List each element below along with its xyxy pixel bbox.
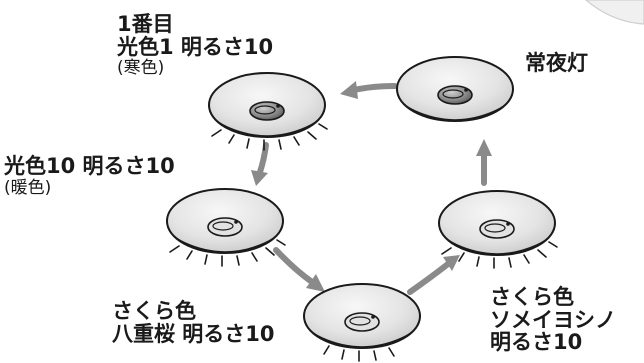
step-1-line-2: 光色1 明るさ10 xyxy=(117,34,274,59)
step-4-label: さくら色 ソメイヨシノ 明るさ10 xyxy=(490,286,616,354)
ceiling-light-icon xyxy=(303,283,421,362)
step-2-label: 光色10 明るさ10 (暖色) xyxy=(4,155,175,197)
step-1-note: (寒色) xyxy=(117,58,165,79)
arrow-step1-to-step2 xyxy=(251,142,269,186)
ceiling-light-icon xyxy=(208,72,328,151)
arrow-step2-to-step3 xyxy=(273,247,325,292)
step-4-line-1: さくら色 xyxy=(490,285,574,309)
step-2-line-1: 光色10 明るさ10 xyxy=(4,154,175,178)
ceiling-light-icon xyxy=(396,56,514,122)
ceiling-light-icon xyxy=(438,190,558,269)
step-5-line-1: 常夜灯 xyxy=(525,51,588,75)
step-1-line-1: 1番目 xyxy=(117,12,174,36)
step-3-line-1: さくら色 xyxy=(112,299,196,323)
arrow-step4-to-nightlight xyxy=(476,139,492,186)
step-4-line-3: 明るさ10 xyxy=(490,330,583,355)
step-3-label: さくら色 八重桜 明るさ10 xyxy=(112,300,275,345)
step-4-line-2: ソメイヨシノ xyxy=(490,307,616,332)
step-2-note: (暖色) xyxy=(4,177,52,198)
ceiling-light-icon xyxy=(166,188,286,267)
arrow-nightlight-to-step1 xyxy=(340,81,398,99)
cycle-arrows xyxy=(251,81,492,295)
step-1-label: 1番目 光色1 明るさ10 (寒色) xyxy=(117,13,273,78)
step-5-label: 常夜灯 xyxy=(525,52,588,75)
corner-fragment xyxy=(585,0,644,25)
step-3-line-2: 八重桜 明るさ10 xyxy=(112,321,275,346)
arrow-step3-to-step4 xyxy=(407,255,460,295)
